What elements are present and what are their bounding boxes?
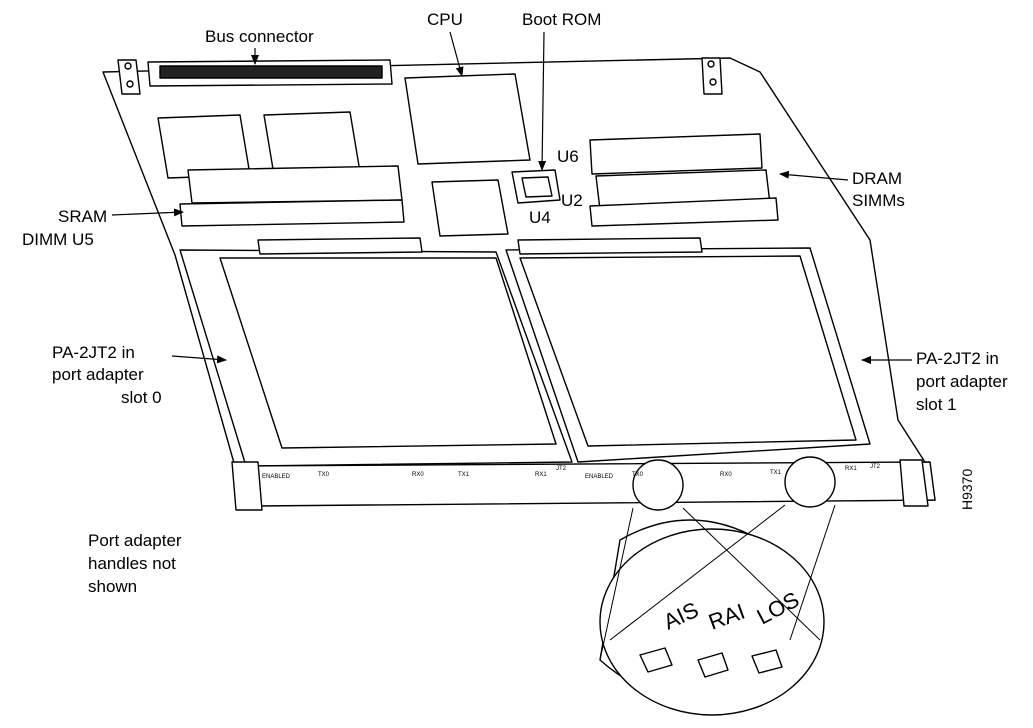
label-boot-rom: Boot ROM bbox=[522, 10, 601, 29]
label-pa-slot0-line1: PA-2JT2 in bbox=[52, 343, 135, 362]
label-pa-slot0-line2: port adapter bbox=[52, 365, 144, 384]
label-pa-slot1-line1: PA-2JT2 in bbox=[916, 349, 999, 368]
cpu-chip bbox=[405, 74, 530, 164]
faceplate-rx1-1: RX1 bbox=[845, 466, 857, 472]
led-magnifier-slot-1-tx bbox=[633, 460, 683, 510]
faceplate-rx1-0: RX1 bbox=[535, 472, 547, 478]
faceplate-enabled-0: ENABLED bbox=[262, 474, 291, 480]
pa1-card-tab bbox=[518, 238, 702, 254]
faceplate-tx0-1: TX0 bbox=[632, 472, 644, 478]
faceplate-model-0: JT2 bbox=[556, 466, 567, 472]
label-sram-line1: SRAM bbox=[58, 207, 107, 226]
sram-socket bbox=[180, 200, 404, 226]
label-handles-line1: Port adapter bbox=[88, 531, 182, 550]
faceplate-model-1: JT2 bbox=[870, 464, 881, 470]
pa0-card-tab bbox=[258, 238, 422, 254]
label-figure-id: H9370 bbox=[959, 469, 975, 510]
dram-simm-u6 bbox=[590, 134, 762, 174]
faceplate-tx1-0: TX1 bbox=[458, 472, 470, 478]
chip-middle bbox=[264, 112, 360, 175]
label-pa-slot0-line3: slot 0 bbox=[121, 388, 162, 407]
label-handles-line2: handles not bbox=[88, 554, 176, 573]
sram-dimm bbox=[188, 166, 402, 203]
asic-chip bbox=[432, 180, 508, 236]
label-pa-slot1-line3: slot 1 bbox=[916, 395, 957, 414]
label-u6: U6 bbox=[557, 147, 579, 166]
label-dram-line2: SIMMs bbox=[852, 191, 905, 210]
label-bus-connector: Bus connector bbox=[205, 27, 314, 46]
faceplate-rx0-0: RX0 bbox=[412, 472, 424, 478]
faceplate-tx0-0: TX0 bbox=[318, 472, 330, 478]
label-u4: U4 bbox=[529, 208, 551, 227]
faceplate-rx0-1: RX0 bbox=[720, 472, 732, 478]
label-u2: U2 bbox=[561, 191, 583, 210]
faceplate-left-handle bbox=[232, 462, 262, 510]
label-cpu: CPU bbox=[427, 10, 463, 29]
label-pa-slot1-line2: port adapter bbox=[916, 372, 1008, 391]
led-magnifier-slot-1-rx bbox=[785, 457, 835, 507]
faceplate-tx1-1: TX1 bbox=[770, 470, 782, 476]
label-handles-line3: shown bbox=[88, 577, 137, 596]
label-dram-line1: DRAM bbox=[852, 169, 902, 188]
faceplate-enabled-1: ENABLED bbox=[585, 474, 614, 480]
label-sram-line2: DIMM U5 bbox=[22, 230, 94, 249]
